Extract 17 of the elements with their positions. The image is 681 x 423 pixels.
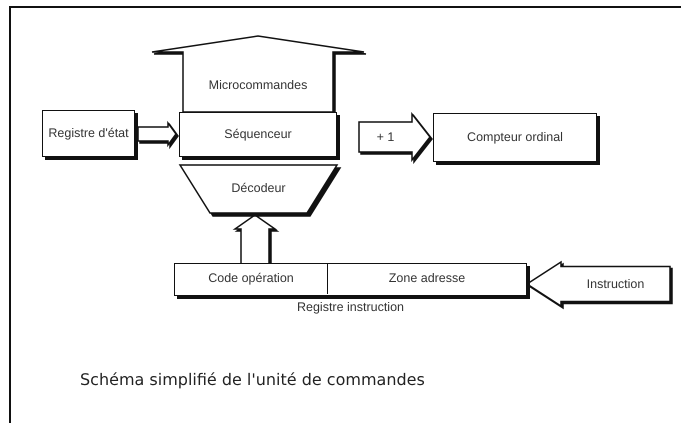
edge-label: Instruction [586, 277, 644, 291]
process-box [179, 112, 337, 157]
process-box [42, 110, 135, 157]
edge-label: + 1 [376, 130, 394, 144]
node-label: Zone adresse [388, 271, 466, 287]
node-label: Code opération [208, 271, 294, 287]
block-arrow [151, 35, 365, 113]
register-caption: Registre instruction [296, 300, 405, 316]
node-label: Décodeur [231, 181, 286, 197]
block-arrow [358, 112, 431, 162]
edge-label: Microcommandes [208, 78, 308, 92]
caption: Schéma simplifié de l'unité de commandes [80, 370, 425, 389]
node-label: Séquenceur [224, 126, 292, 142]
node-label: Registre d'état [48, 126, 129, 142]
process-box [433, 113, 597, 162]
block-arrow [137, 120, 177, 148]
node-label: Compteur ordinal [467, 130, 563, 146]
